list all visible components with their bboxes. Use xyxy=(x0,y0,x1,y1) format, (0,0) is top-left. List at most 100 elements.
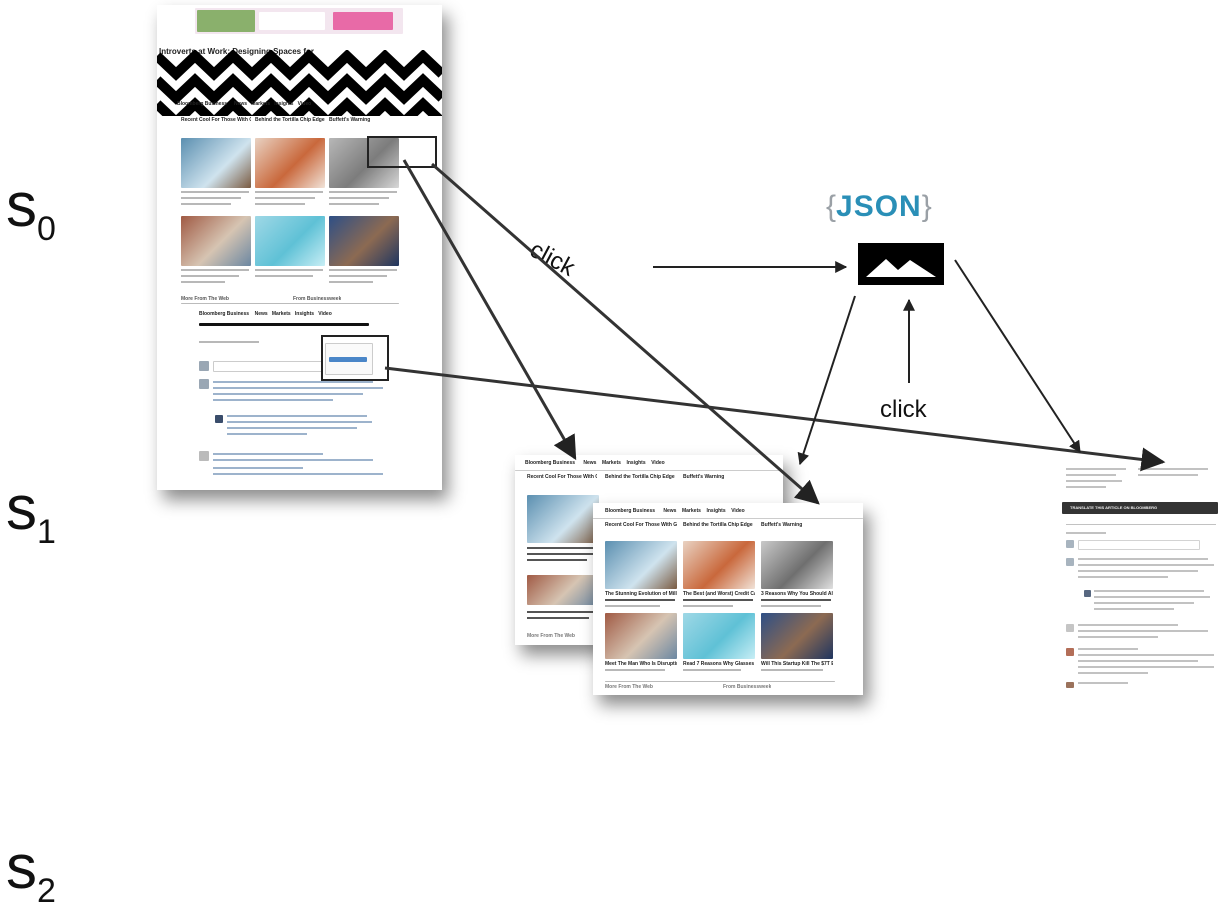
nav-item[interactable]: Markets xyxy=(271,311,291,317)
section-left: More From The Web xyxy=(527,633,575,639)
nav-item[interactable]: Insights xyxy=(274,101,294,107)
caption[interactable]: The Best (and Worst) Credit Cards of 201… xyxy=(683,591,755,597)
avatar xyxy=(215,415,223,423)
caption[interactable]: Read 7 Reasons Why Glasses Should Be Bou… xyxy=(683,661,755,667)
nav-item[interactable]: Insights xyxy=(706,508,726,514)
state-sub: 2 xyxy=(37,872,56,910)
click-target-box-2 xyxy=(321,335,389,381)
nav-item[interactable]: Markets xyxy=(681,508,701,514)
state-name: s xyxy=(6,833,37,902)
avatar xyxy=(1066,648,1074,656)
avatar xyxy=(1066,558,1074,566)
article-title: Introverts at Work: Designing Spaces for xyxy=(159,47,314,56)
section-right: From Businessweek xyxy=(723,684,772,690)
arrow-s0-to-s2 xyxy=(384,366,1166,472)
arrow-s0-to-s1-front xyxy=(431,162,820,505)
nav-item[interactable]: Insights xyxy=(626,460,646,466)
arrow-json-to-s1 xyxy=(797,295,856,466)
click-target-box-1 xyxy=(367,136,437,168)
s1-screenshot-front: Bloomberg Business News Markets Insights… xyxy=(593,503,863,695)
avatar xyxy=(1066,682,1074,688)
caption[interactable]: The Stunning Evolution of Millennials: T… xyxy=(605,591,677,597)
brace-close: } xyxy=(921,190,932,223)
json-label: {JSON} xyxy=(826,190,932,224)
translate-banner[interactable]: TRANSLATE THIS ARTICLE ON BLOOMBERG xyxy=(1062,502,1218,514)
headline-3[interactable]: Buffett's Warning xyxy=(683,474,725,480)
headline-1[interactable]: Recent Cool For Those With Good Credit xyxy=(527,474,597,480)
click-label-2: click xyxy=(880,396,927,423)
thumb-image[interactable] xyxy=(683,613,755,659)
state-label-s0: s0 xyxy=(6,175,56,248)
state-name: s xyxy=(6,171,37,240)
s0-screenshot: Introverts at Work: Designing Spaces for… xyxy=(157,5,442,490)
thumb-image[interactable] xyxy=(255,138,325,188)
nav-item[interactable]: Insights xyxy=(294,311,315,317)
avatar xyxy=(199,361,209,371)
zigzag-banner xyxy=(157,50,442,116)
brace-open: { xyxy=(826,190,837,223)
state-name: s xyxy=(6,474,37,543)
s2-screenshot: TRANSLATE THIS ARTICLE ON BLOOMBERG xyxy=(1062,462,1218,720)
thumb-image[interactable] xyxy=(527,495,599,543)
headline-3[interactable]: Buffett's Warning xyxy=(761,522,803,528)
comment-input[interactable] xyxy=(1078,540,1200,550)
nav-item[interactable]: News xyxy=(233,101,248,107)
nav-item[interactable]: News xyxy=(583,460,597,466)
thumb-image[interactable] xyxy=(761,541,833,589)
nav-item[interactable]: Video xyxy=(651,460,665,466)
caption[interactable]: Will This Startup Kill The $7T Eyewear I… xyxy=(761,661,833,667)
nav-item[interactable]: News xyxy=(254,311,268,317)
thumb-image[interactable] xyxy=(329,138,399,188)
headline-2[interactable]: Behind the Tortilla Chip Edge xyxy=(683,522,753,528)
headline-1[interactable]: Recent Cool For Those With Good Credit xyxy=(181,117,251,123)
thumb-image[interactable] xyxy=(761,613,833,659)
thumb-image[interactable] xyxy=(329,216,399,266)
nav-item[interactable]: Video xyxy=(297,101,312,107)
nav-item[interactable]: Markets xyxy=(251,101,271,107)
arrow-json-to-s2 xyxy=(954,259,1081,454)
thumb-image[interactable] xyxy=(683,541,755,589)
nav-item[interactable]: Video xyxy=(318,311,332,317)
section-right: From Businessweek xyxy=(293,296,342,302)
nav-item[interactable]: News xyxy=(663,508,677,514)
avatar xyxy=(199,451,209,461)
section-left: More From The Web xyxy=(181,296,229,302)
thumb-image[interactable] xyxy=(605,613,677,659)
state-sub: 0 xyxy=(37,210,56,248)
headline-1[interactable]: Recent Cool For Those With Good Credit xyxy=(605,522,677,528)
thumb-image[interactable] xyxy=(605,541,677,589)
headline-2[interactable]: Behind the Tortilla Chip Edge xyxy=(605,474,675,480)
nav-item[interactable]: Video xyxy=(731,508,745,514)
json-word: JSON xyxy=(836,190,922,223)
thumb-image[interactable] xyxy=(527,575,599,605)
nav-item[interactable]: Bloomberg Business xyxy=(605,508,656,514)
avatar xyxy=(1084,590,1091,597)
dropdown-menu[interactable] xyxy=(325,343,373,375)
banner-text: TRANSLATE THIS ARTICLE ON BLOOMBERG xyxy=(1070,505,1158,510)
thumb-image[interactable] xyxy=(181,138,251,188)
nav-item[interactable]: Bloomberg Business xyxy=(177,101,228,107)
nav-bar: Bloomberg Business News Markets Insights… xyxy=(605,508,855,514)
caption[interactable]: 3 Reasons Why You Should Always Take a B… xyxy=(761,591,833,597)
nav-bar: Bloomberg Business News Markets Insights… xyxy=(525,460,775,466)
headline-3[interactable]: Buffett's Warning xyxy=(329,117,371,123)
state-label-s2: s2 xyxy=(6,837,56,910)
nav-bar: Bloomberg Business News Markets Insights… xyxy=(177,101,407,107)
nav-item[interactable]: Bloomberg Business xyxy=(199,311,250,317)
thumb-image[interactable] xyxy=(255,216,325,266)
caption[interactable]: Meet The Man Who Is Disrupting a $15 Bil… xyxy=(605,661,677,667)
nav-item[interactable]: Markets xyxy=(601,460,621,466)
state-sub: 1 xyxy=(37,513,56,551)
arrow-s0-to-s1-back xyxy=(402,159,577,461)
avatar xyxy=(1066,624,1074,632)
avatar xyxy=(199,379,209,389)
section-left: More From The Web xyxy=(605,684,653,690)
nav-bar-2: Bloomberg Business News Markets Insights… xyxy=(199,311,399,317)
headline-2[interactable]: Behind the Tortilla Chip Edge xyxy=(255,117,325,123)
state-label-s1: s1 xyxy=(6,478,56,551)
avatar xyxy=(1066,540,1074,548)
nav-item[interactable]: Bloomberg Business xyxy=(525,460,576,466)
ad-banner xyxy=(195,8,403,34)
thumb-image[interactable] xyxy=(181,216,251,266)
